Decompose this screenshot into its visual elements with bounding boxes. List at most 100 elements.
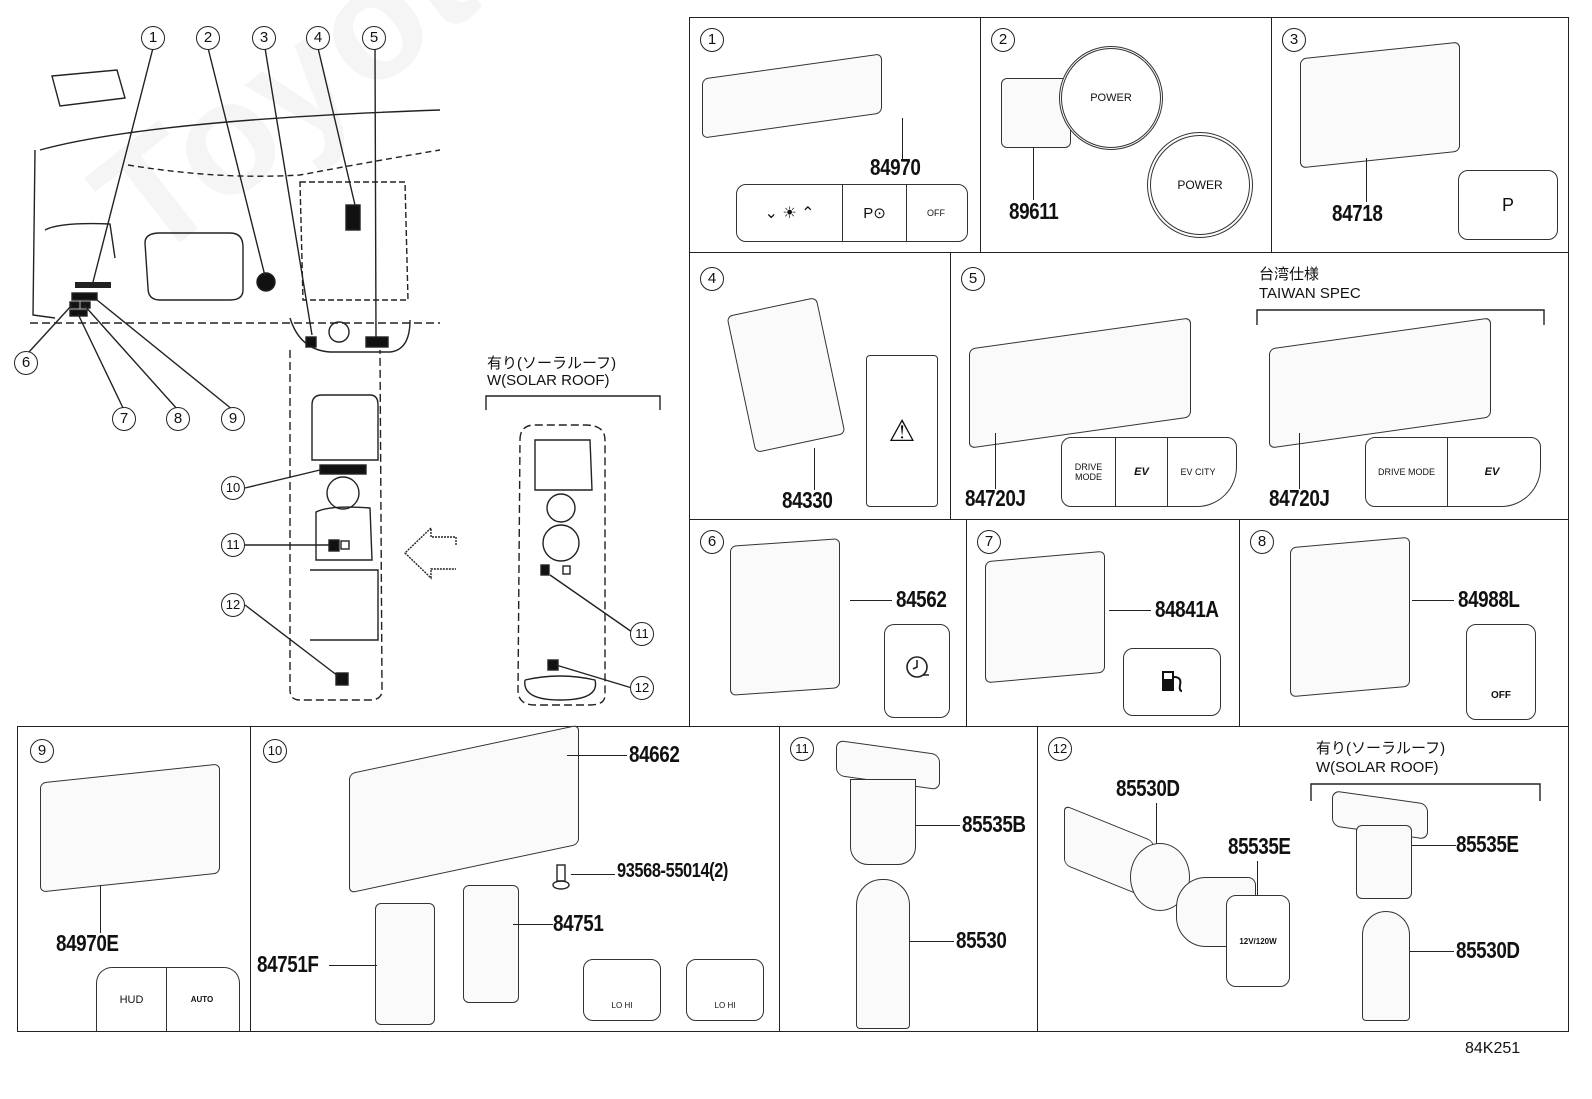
leader-line — [910, 941, 954, 942]
panel-number: 5 — [961, 267, 985, 291]
callout-9: 9 — [221, 407, 245, 431]
spec-note-en: TAIWAN SPEC — [1259, 285, 1361, 302]
part-number-84720j: 84720J — [965, 485, 1026, 511]
face-label-trac-off: OFF — [927, 208, 945, 218]
leader-line — [567, 755, 627, 756]
switch-assembly-drawing — [702, 53, 882, 139]
callout-3: 3 — [252, 26, 276, 50]
hazard-switch-drawing — [726, 296, 846, 454]
leader-line — [1366, 158, 1367, 202]
charge-timer-face — [884, 624, 950, 718]
part-number-84751: 84751 — [553, 910, 604, 936]
spec-note-en: W(SOLAR ROOF) — [1316, 759, 1439, 776]
panel-number: 3 — [1282, 28, 1306, 52]
leader-line — [1412, 845, 1456, 846]
callout-4: 4 — [306, 26, 330, 50]
drive-mode-switch-drawing — [969, 317, 1191, 449]
part-number-89611: 89611 — [1009, 198, 1059, 224]
part-number-84718: 84718 — [1332, 200, 1383, 226]
panel-2: 2 POWER 89611 POWER — [980, 17, 1272, 253]
part-number-85530d-solar: 85530D — [1456, 937, 1520, 963]
solar-socket-cover-drawing — [1356, 825, 1412, 899]
leader-line — [1412, 600, 1454, 601]
solar-roof-note-jp: 有り(ソーラルーフ) — [487, 355, 617, 372]
leader-line — [1299, 433, 1300, 489]
parking-brake-face: P — [1458, 170, 1558, 240]
face-label-drive-mode: DRIVE MODE — [1062, 438, 1116, 506]
fuel-door-switch-drawing — [985, 550, 1105, 684]
taiwan-drive-mode-face: DRIVE MODE EV — [1365, 437, 1541, 507]
panel-3: 3 84718 P — [1271, 17, 1569, 253]
face-label-ev: EV — [1484, 466, 1500, 478]
leader-line — [850, 600, 892, 601]
panel-number: 12 — [1048, 737, 1072, 761]
callout-6: 6 — [14, 351, 38, 375]
part-number-84330: 84330 — [782, 487, 833, 513]
hud-face: HUD AUTO — [96, 967, 240, 1031]
part-number-84970: 84970 — [870, 154, 921, 180]
fuel-pump-icon — [1162, 671, 1183, 692]
panel-number: 7 — [977, 530, 1001, 554]
panel-number: 2 — [991, 28, 1015, 52]
part-number-85535e-solar: 85535E — [1456, 831, 1519, 857]
drive-mode-face: DRIVE MODE EV EV CITY — [1061, 437, 1237, 507]
parking-brake-switch-drawing — [1300, 41, 1460, 169]
charge-timer-switch-drawing — [730, 538, 840, 696]
face-label-lighting: ⌄ ☀ ⌃ — [737, 185, 843, 241]
callout-7: 7 — [112, 407, 136, 431]
callout-5: 5 — [362, 26, 386, 50]
panel-6: 6 84562 — [689, 519, 967, 727]
leader-line — [995, 433, 996, 489]
seat-heater-face-2: LO HI — [686, 959, 764, 1021]
solar-roof-note-en: W(SOLAR ROOF) — [487, 372, 610, 389]
seat-heater-switch-f-drawing — [375, 903, 435, 1025]
leader-line — [100, 885, 101, 933]
clock-charge-icon — [906, 656, 929, 678]
part-number-84720j-taiwan: 84720J — [1269, 485, 1330, 511]
leader-line — [1109, 610, 1151, 611]
panel-8: 8 84988L OFF — [1239, 519, 1569, 727]
panel-number: 8 — [1250, 530, 1274, 554]
switch-face: ⌄ ☀ ⌃ P⊙ OFF — [736, 184, 968, 242]
part-number-84988l: 84988L — [1458, 586, 1520, 612]
solar-callout-12: 12 — [630, 676, 654, 700]
part-number-84751f: 84751F — [257, 951, 319, 977]
part-number-84970e: 84970E — [56, 930, 119, 956]
switch-bracket-drawing — [349, 724, 579, 894]
panel-5: 5 84720J DRIVE MODE EV EV CITY 台湾仕様 TAIW… — [950, 252, 1569, 520]
part-number-85530: 85530 — [956, 927, 1007, 953]
leader-line — [1156, 803, 1157, 849]
callout-12: 12 — [221, 593, 245, 617]
face-label-auto: AUTO — [190, 995, 214, 1004]
taiwan-drive-mode-switch-drawing — [1269, 317, 1491, 449]
panel-number: 1 — [700, 28, 724, 52]
solar-callout-11: 11 — [630, 622, 654, 646]
spec-note-jp: 有り(ソーラルーフ) — [1316, 740, 1446, 757]
callout-10: 10 — [221, 476, 245, 500]
power-button-drawing: POWER — [1059, 46, 1163, 150]
vsc-off-face: OFF — [1466, 624, 1536, 720]
spec-bracket — [1256, 309, 1545, 325]
panel-number: 4 — [700, 267, 724, 291]
hazard-face: ⚠ — [866, 355, 938, 507]
panel-number: 9 — [30, 739, 54, 763]
hud-switch-drawing — [40, 763, 220, 893]
panel-number: 6 — [700, 530, 724, 554]
panel-11: 11 85535B 85530 — [779, 726, 1038, 1032]
callout-1: 1 — [141, 26, 165, 50]
leader-line — [571, 874, 615, 875]
part-number-84662: 84662 — [629, 741, 680, 767]
spec-bracket — [1310, 783, 1541, 801]
leader-line — [902, 118, 903, 160]
face-label-hud: HUD — [97, 968, 167, 1031]
dashboard-outline — [28, 47, 661, 706]
power-socket-drawing — [856, 879, 910, 1029]
leader-line — [814, 448, 815, 490]
panel-number: 11 — [790, 737, 814, 761]
leader-line — [916, 825, 960, 826]
part-number-93568-55014: 93568-55014(2) — [617, 860, 728, 882]
leader-line — [329, 965, 377, 966]
face-label-ev: EV — [1116, 438, 1168, 506]
panel-1: 1 84970 ⌄ ☀ ⌃ P⊙ OFF — [689, 17, 981, 253]
seat-heater-switch-drawing — [463, 885, 519, 1003]
